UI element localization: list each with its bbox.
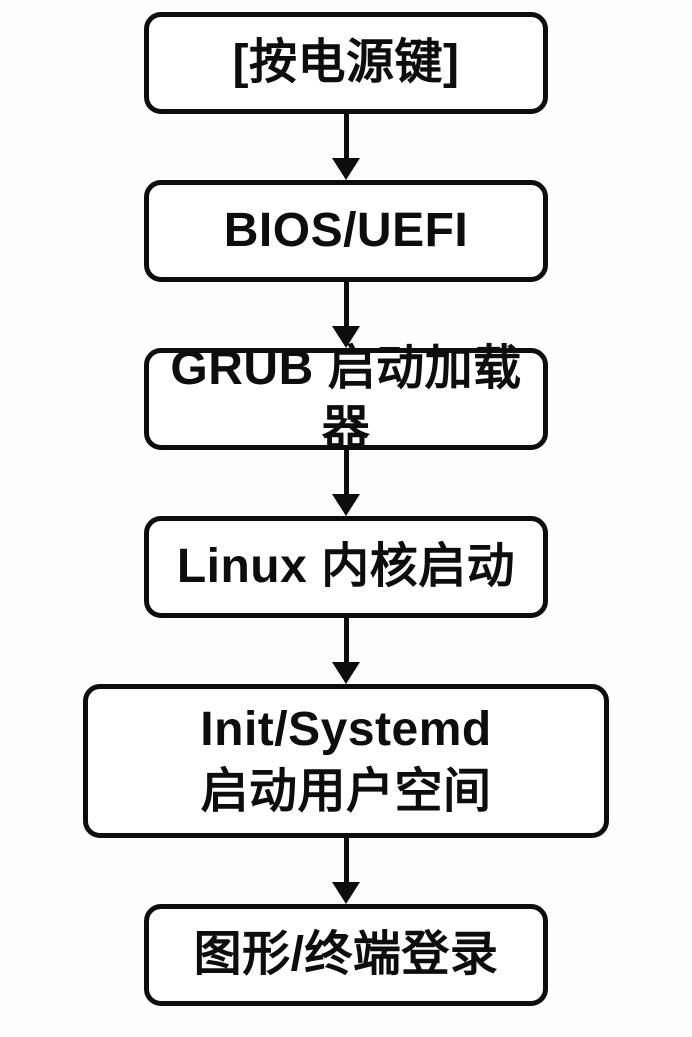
flow-arrow-3 <box>332 450 360 516</box>
arrow-down-icon <box>332 494 360 516</box>
flow-arrow-2 <box>332 282 360 348</box>
arrow-shaft <box>343 114 349 158</box>
arrow-down-icon <box>332 882 360 904</box>
node-press-power-button: [按电源键] <box>144 12 548 114</box>
arrow-down-icon <box>332 158 360 180</box>
arrow-shaft <box>343 838 349 882</box>
node-grub-bootloader: GRUB 启动加载器 <box>144 342 548 455</box>
node-bios-uefi: BIOS/UEFI <box>144 180 548 282</box>
flow-arrow-5 <box>332 838 360 904</box>
node-linux-kernel-boot: Linux 内核启动 <box>144 516 548 618</box>
flow-arrow-1 <box>332 114 360 180</box>
node-init-systemd-userspace: Init/Systemd 启动用户空间 <box>83 684 609 838</box>
arrow-shaft <box>343 450 349 494</box>
flow-arrow-4 <box>332 618 360 684</box>
arrow-down-icon <box>332 326 360 348</box>
arrow-shaft <box>343 282 349 326</box>
arrow-down-icon <box>332 662 360 684</box>
node-graphical-terminal-login: 图形/终端登录 <box>144 904 548 1006</box>
arrow-shaft <box>343 618 349 662</box>
